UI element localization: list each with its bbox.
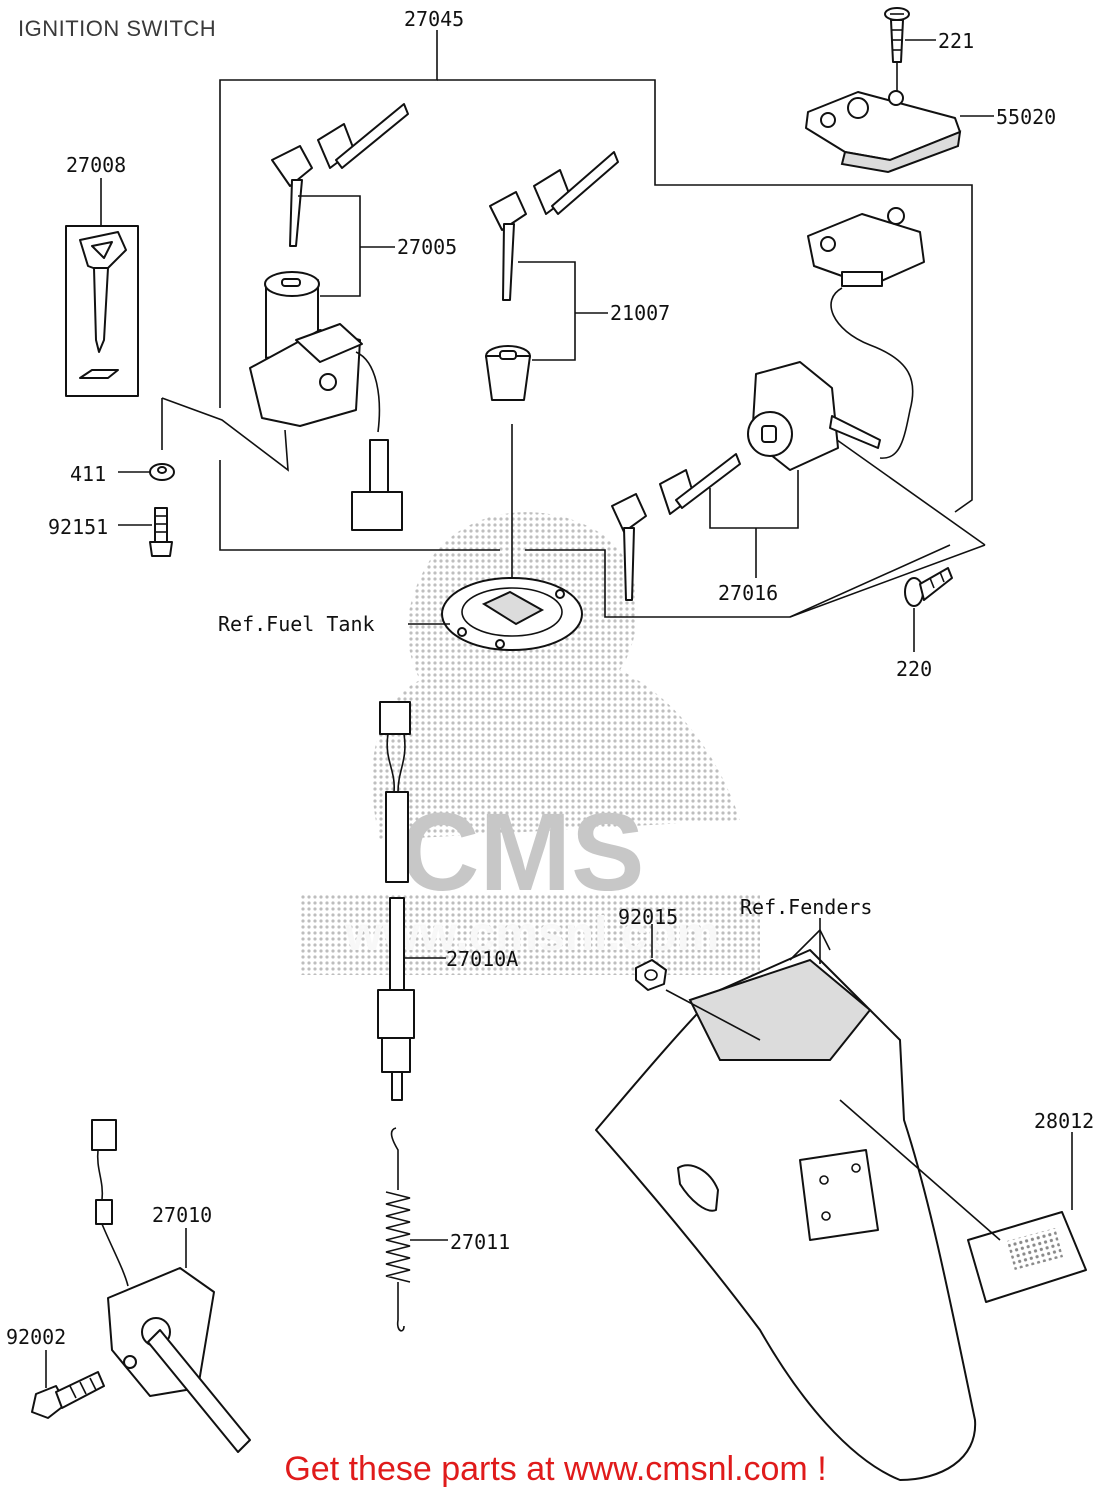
screw-221 — [884, 7, 910, 92]
fuel-tank-cap — [441, 577, 583, 651]
cms-watermark: CMS www.cmsnl.com — [300, 512, 760, 975]
callout-27045: 27045 — [404, 7, 464, 31]
callout-27008: 27008 — [66, 153, 126, 177]
callout-ref-fuel-tank: Ref.Fuel Tank — [218, 612, 375, 636]
watermark-logo-text: CMS — [400, 791, 644, 914]
watermark-url-text: www.cmsnl.com — [344, 908, 719, 961]
brake-light-switch-27010A — [377, 701, 415, 1101]
brake-switch-27010 — [91, 1119, 251, 1453]
nut-92015 — [635, 959, 667, 991]
key-pair-21007 — [489, 151, 619, 301]
seat-lock-27016 — [747, 361, 881, 471]
callout-411: 411 — [70, 462, 106, 486]
callout-ref-fenders: Ref.Fenders — [740, 895, 872, 919]
spring-27011 — [385, 1127, 411, 1332]
bolt-92151 — [149, 507, 173, 557]
get-parts-link[interactable]: Get these parts at www.cmsnl.com ! — [284, 1450, 827, 1488]
cover-plate-55020 — [805, 90, 962, 174]
callout-220: 220 — [896, 657, 932, 681]
cap-lock-21007 — [485, 345, 531, 401]
callout-221: 221 — [938, 29, 974, 53]
ignition-switch-27005 — [249, 271, 403, 531]
callout-27010A: 27010A — [446, 947, 518, 971]
screw-220 — [904, 567, 953, 607]
callout-27005: 27005 — [397, 235, 457, 259]
callout-92151: 92151 — [48, 515, 108, 539]
callout-21007: 21007 — [610, 301, 670, 325]
callout-27016: 27016 — [718, 581, 778, 605]
key-pair-27005 — [271, 103, 409, 247]
page-title: IGNITION SWITCH — [18, 16, 217, 41]
washer-411 — [149, 463, 175, 481]
callout-27010: 27010 — [152, 1203, 212, 1227]
set-bracket-27045 — [161, 30, 986, 618]
callout-28012: 28012 — [1034, 1109, 1094, 1133]
key-blank-27008 — [65, 225, 139, 397]
callout-92015: 92015 — [618, 905, 678, 929]
callout-92002: 92002 — [6, 1325, 66, 1349]
callout-55020: 55020 — [996, 105, 1056, 129]
callout-27011: 27011 — [450, 1230, 510, 1254]
seat-lock-bracket — [807, 207, 925, 459]
bolt-92002 — [31, 1371, 105, 1419]
rear-fender — [595, 928, 977, 1481]
key-pair-27016 — [611, 453, 741, 601]
warning-label-28012 — [967, 1211, 1087, 1303]
